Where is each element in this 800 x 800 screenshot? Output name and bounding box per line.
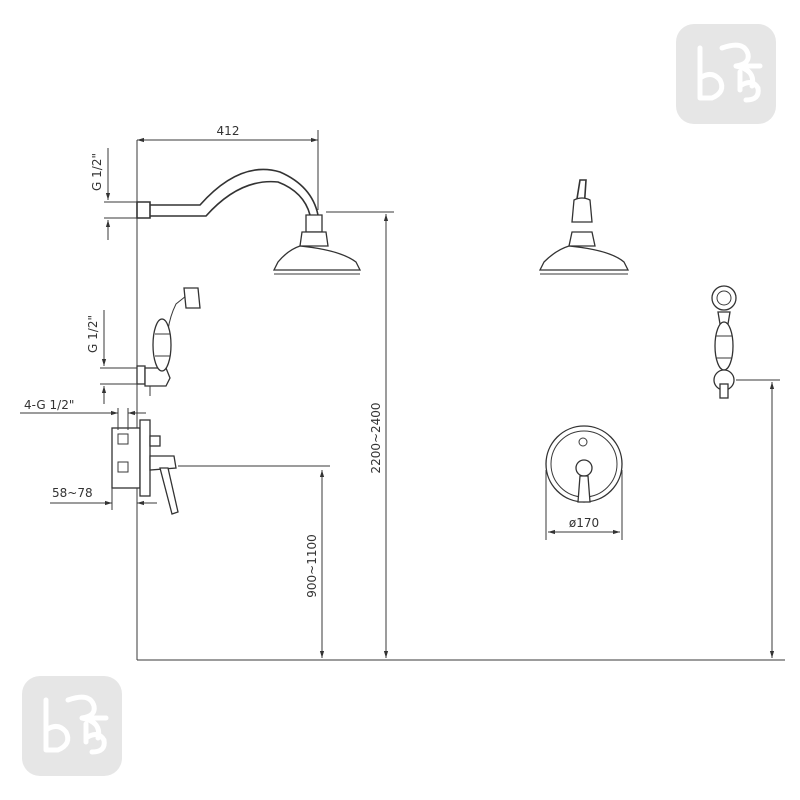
dimension-hand-height <box>736 379 780 658</box>
dimension-head-inlet: G 1/2" <box>90 148 137 240</box>
dimension-arm-length: 412 <box>136 124 319 210</box>
logo-bottom-left <box>22 676 122 776</box>
mixer-inlets-label: 4-G 1/2" <box>24 398 74 412</box>
logo-top-right <box>676 24 776 124</box>
mixer-side-view <box>111 419 179 515</box>
dimension-plate-diameter: ø170 <box>545 470 623 540</box>
dimension-head-height: 2200~2400 <box>326 211 394 658</box>
mixer-plate-front-view <box>545 425 623 503</box>
head-inlet-label: G 1/2" <box>90 153 104 191</box>
shower-arm-side-view <box>136 168 362 275</box>
reference-lines <box>136 140 785 661</box>
dimension-mixer-inlets: 4-G 1/2" <box>20 398 146 430</box>
plate-diameter-label: ø170 <box>569 516 599 530</box>
shower-head-front-view <box>538 179 630 275</box>
hand-shower-front-view <box>711 285 737 399</box>
wall-depth-label: 58~78 <box>52 486 93 500</box>
dimension-mixer-height: 900~1100 <box>178 465 330 658</box>
dimension-hand-inlet: G 1/2" <box>86 310 137 404</box>
mixer-height-label: 900~1100 <box>305 534 319 598</box>
hand-shower-side-view <box>136 287 201 396</box>
arm-length-label: 412 <box>217 124 240 138</box>
hand-inlet-label: G 1/2" <box>86 315 100 353</box>
head-height-label: 2200~2400 <box>369 402 383 473</box>
dimension-wall-depth: 58~78 <box>50 486 157 510</box>
